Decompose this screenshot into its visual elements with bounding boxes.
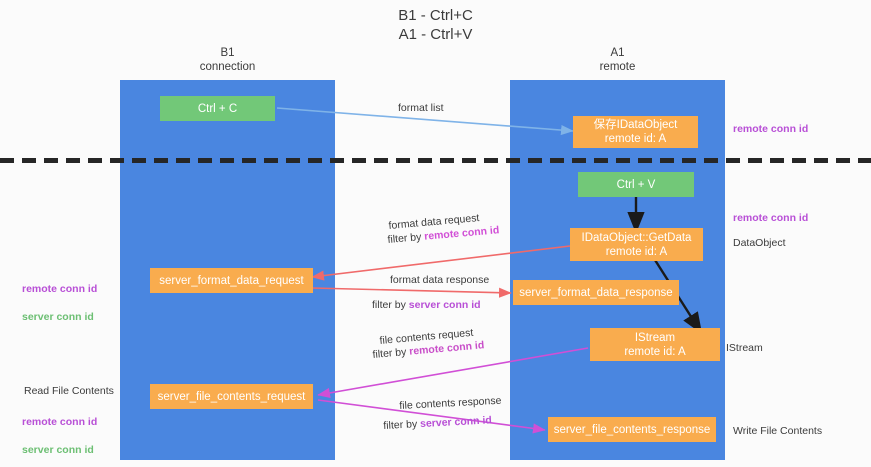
filter-prefix: filter by [383,418,421,432]
edge-label-file-contents-response: file contents response [399,394,502,412]
annotation-remote-conn-id-top: remote conn id [733,123,809,135]
lane-header-a1: A1 remote [599,47,636,73]
annotation-dataobject: DataObject [733,237,786,249]
node-ctrl-v[interactable]: Ctrl + V [578,172,694,197]
edge-label-format-data-response: format data response [390,274,490,286]
node-idataobject-getdata[interactable]: IDataObject::GetData remote id: A [570,228,703,261]
node-server-format-data-response[interactable]: server_format_data_response [513,280,679,305]
filter-prefix: filter by [372,345,410,361]
annotation-istream: IStream [726,342,763,354]
diagram-title: B1 - Ctrl+C A1 - Ctrl+V [398,7,473,43]
node-server-file-contents-response[interactable]: server_file_contents_response [548,417,716,442]
phase-divider [0,158,871,163]
node-istream[interactable]: IStream remote id: A [590,328,720,361]
annotation-conn-ids-top: remote conn id server conn id [22,268,97,338]
annotation-remote-conn-id-mid: remote conn id [733,212,809,224]
node-idataobject[interactable]: 保存IDataObject remote id: A [573,116,698,148]
annotation-conn-ids-bottom: remote conn id server conn id [22,401,97,467]
annotation-server-conn-id: server conn id [22,311,94,323]
node-server-format-data-request[interactable]: server_format_data_request [150,268,313,293]
annotation-remote-conn-id: remote conn id [22,416,98,428]
annotation-read-file-contents: Read File Contents [24,385,114,397]
edge-label-format-data-response-filter: filter by server conn id [372,298,481,313]
filter-key-server-conn-id: server conn id [408,299,481,311]
node-ctrl-c[interactable]: Ctrl + C [160,96,275,121]
filter-prefix: filter by [387,230,425,246]
edge-format-data-response [311,287,512,298]
edge-label-file-contents-response-filter: filter by server conn id [383,413,492,434]
edge-label-format-list: format list [398,102,444,114]
annotation-server-conn-id: server conn id [22,444,94,456]
lane-header-b1: B1 connection [199,47,256,73]
filter-prefix: filter by [372,299,409,311]
node-server-file-contents-request[interactable]: server_file_contents_request [150,384,313,409]
annotation-write-file-contents: Write File Contents [733,425,823,437]
filter-key-server-conn-id: server conn id [419,414,493,431]
annotation-remote-conn-id: remote conn id [22,283,98,295]
